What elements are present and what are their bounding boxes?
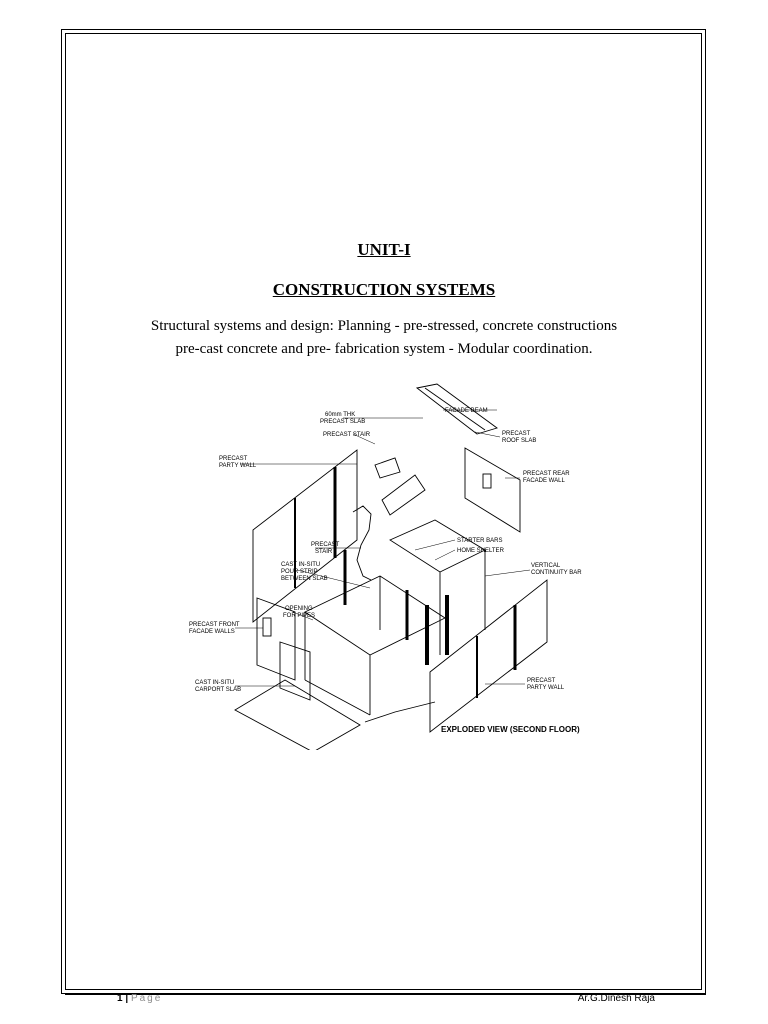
page-number: 1 [117,993,123,1004]
label-precast-slab-1: 60mm THK [325,412,355,418]
label-precast-roof-1: PRECAST [502,431,531,437]
page-border-outer [61,29,706,994]
page-separator: | [125,993,129,1004]
label-facade-beam: FACADE BEAM [445,408,488,414]
label-rear-facade-1: PRECAST REAR [523,471,570,477]
page-title: CONSTRUCTION SYSTEMS [272,280,496,299]
page-word: Page [130,993,163,1004]
label-home-shelter: HOME SHELTER [457,548,505,554]
footer-author: Ar.G.Dinesh Raja [577,993,655,1004]
label-party-wall-b1: PRECAST [527,678,556,684]
label-rear-facade-2: FACADE WALL [523,478,565,484]
footer-page-number: 1 | Page [117,993,162,1004]
label-carport-1: CAST IN-SITU [195,680,234,686]
label-vertical-2: CONTINUITY BAR [531,570,582,576]
label-precast-roof-2: ROOF SLAB [502,438,536,444]
footer-rule [65,994,706,995]
label-front-facade-2: FACADE WALLS [189,629,235,635]
label-opening-1: OPENING [285,606,313,612]
exploded-view-drawing: 60mm THK PRECAST SLAB PRECAST STAIR FACA… [189,383,582,750]
label-starter-bars: STARTER BARS [457,538,502,544]
label-stair-1: PRECAST [311,542,340,548]
label-opening-2: FOR PIPES [283,613,315,619]
label-precast-slab-2: PRECAST SLAB [320,419,365,425]
intro-paragraph: Structural systems and design: Planning … [100,315,668,361]
label-cast-1: CAST IN-SITU [281,562,320,568]
intro-line-2: pre-cast concrete and pre- fabrication s… [175,341,593,357]
label-stair-2: STAIR [315,549,333,555]
page-border-inner [65,33,702,990]
label-party-wall-1: PRECAST [219,456,248,462]
figure-caption: EXPLODED VIEW (SECOND FLOOR) [441,725,580,734]
label-carport-2: CARPORT SLAB [195,687,241,693]
label-party-wall-b2: PARTY WALL [527,685,565,691]
label-cast-3: BETWEEN SLAB [281,576,328,582]
label-vertical-1: VERTICAL [531,563,561,569]
label-cast-2: POUR STRIP [281,569,318,575]
label-precast-stair-top: PRECAST STAIR [323,432,371,438]
label-front-facade-1: PRECAST FRONT [189,622,240,628]
intro-line-1: Structural systems and design: Planning … [150,318,618,334]
label-party-wall-2: PARTY WALL [219,463,257,469]
unit-heading: UNIT-I [357,240,411,259]
